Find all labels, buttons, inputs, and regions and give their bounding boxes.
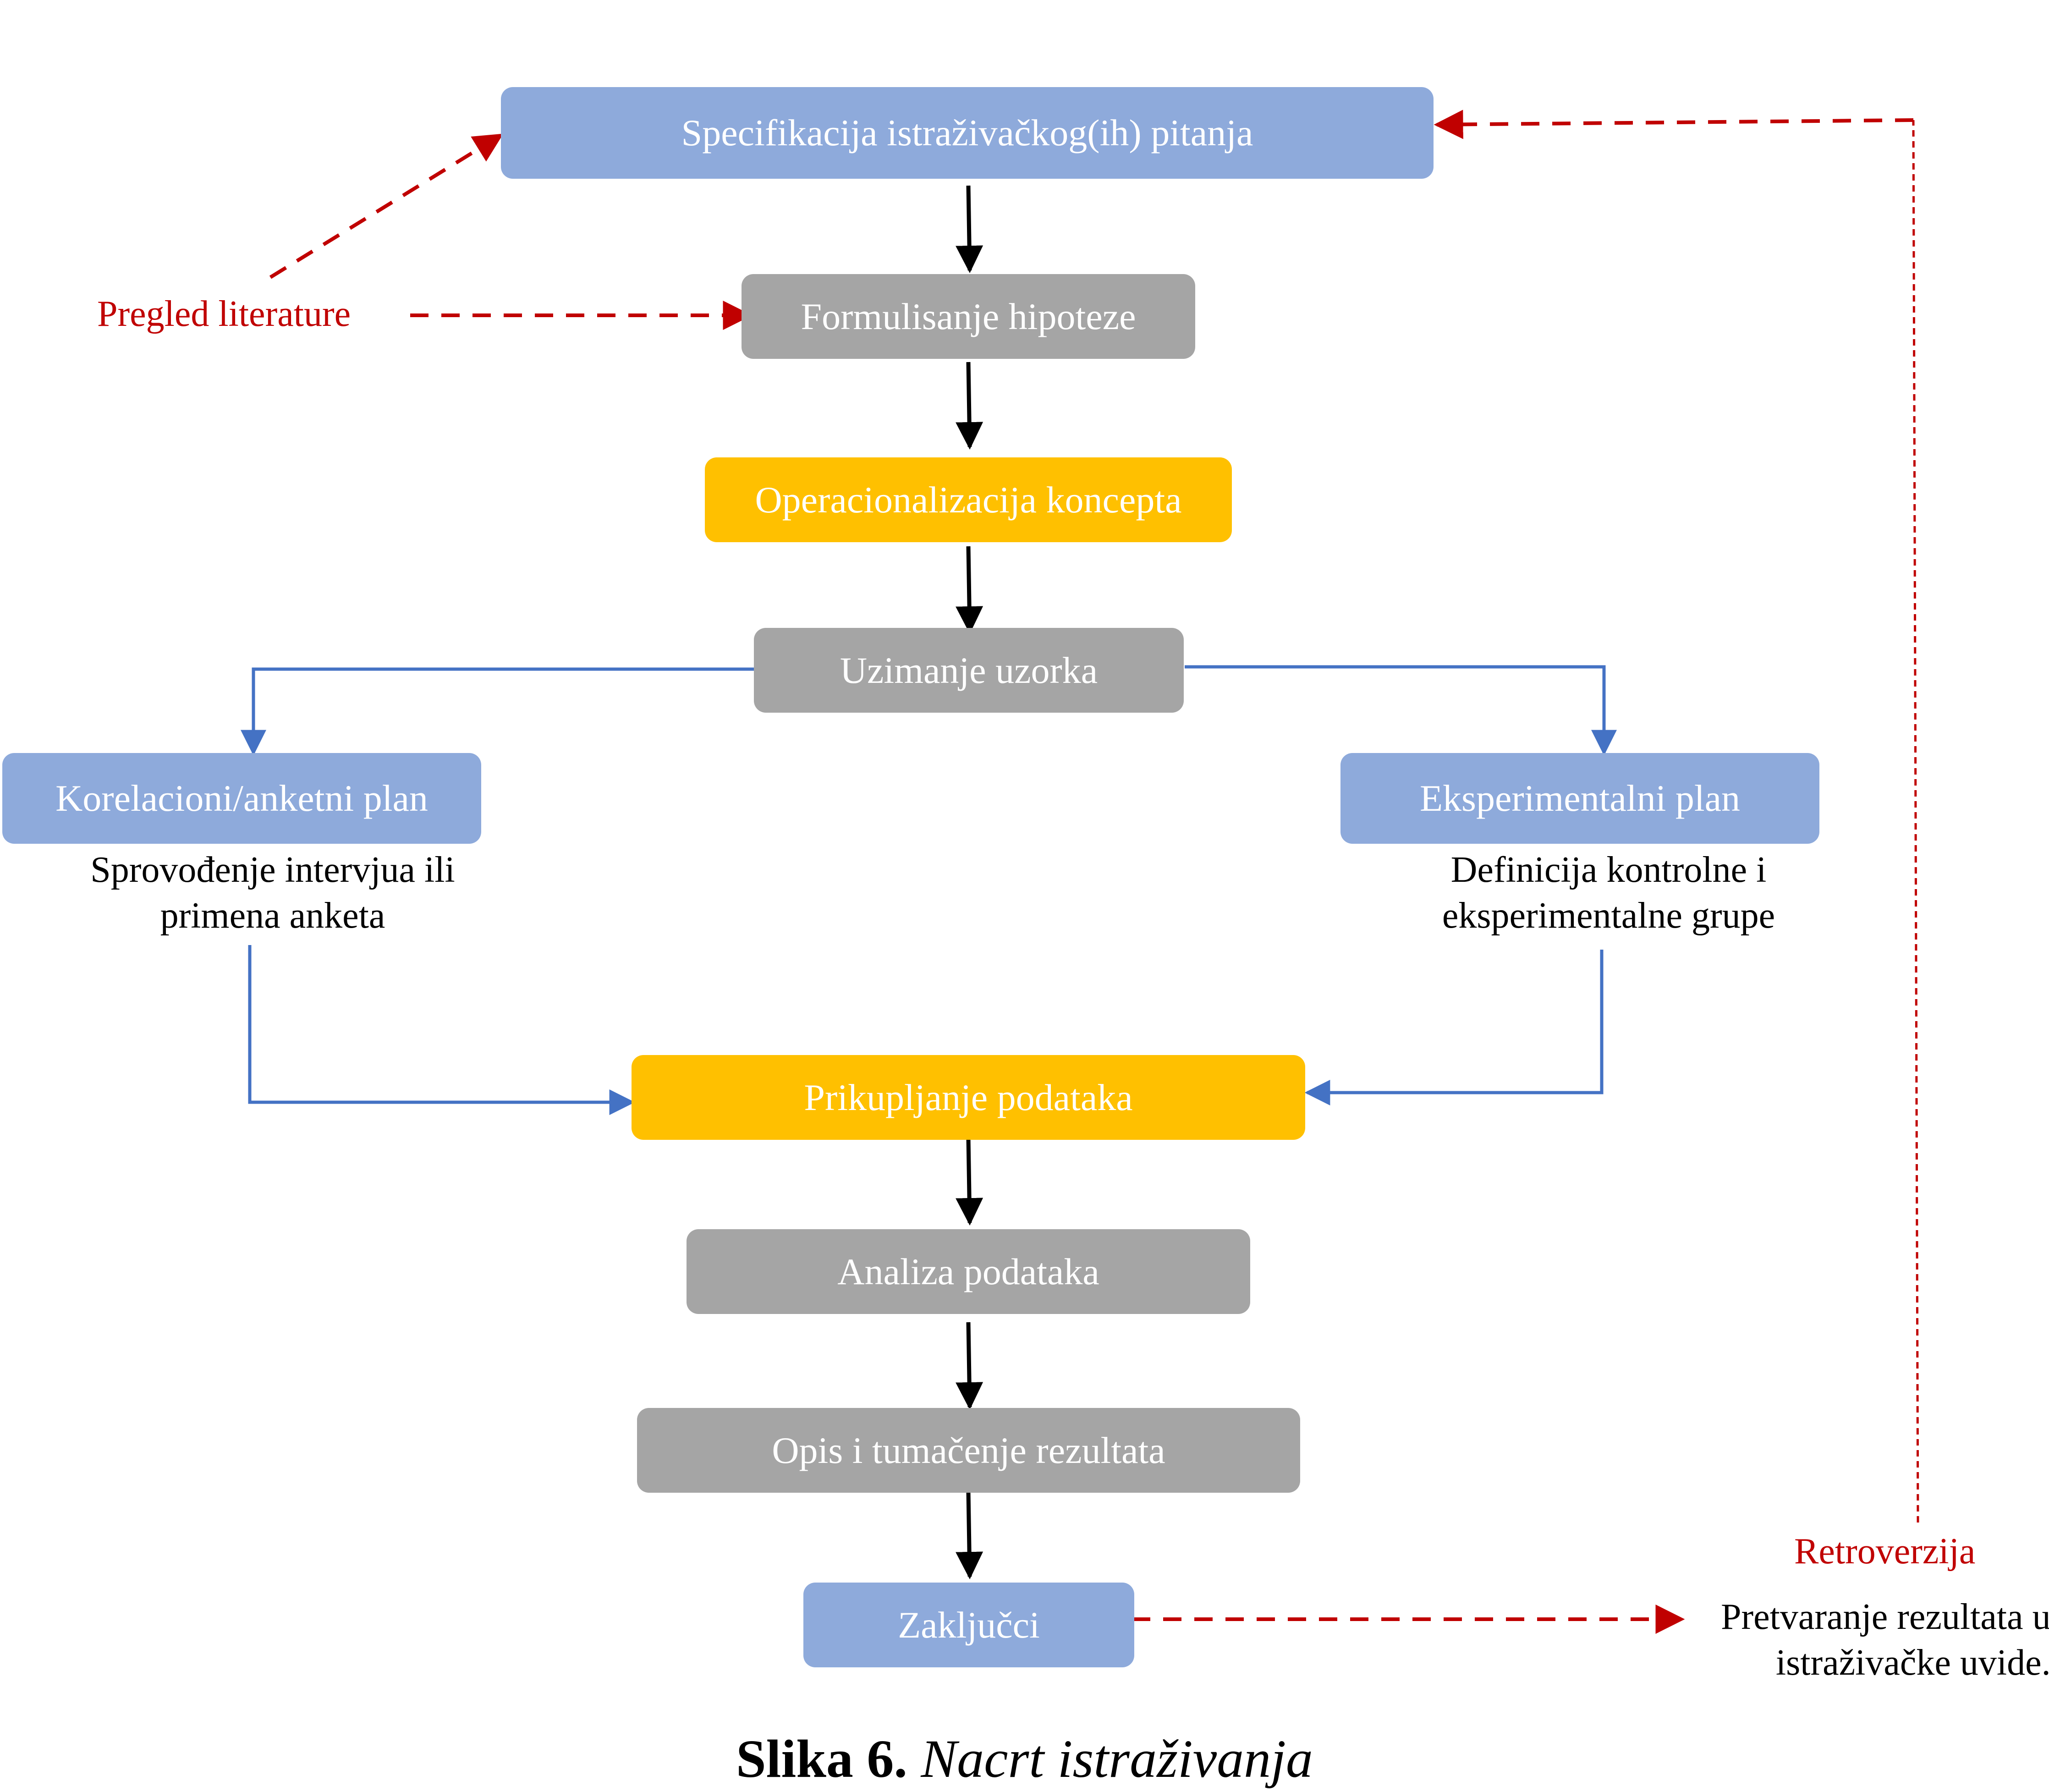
node-conclusions-label: Zaključci bbox=[898, 1604, 1040, 1646]
node-data-analysis-label: Analiza podataka bbox=[837, 1250, 1099, 1292]
node-sampling-label: Uzimanje uzorka bbox=[840, 649, 1098, 691]
arrow-sampling-to-experimental bbox=[1185, 665, 1617, 756]
insight-note: Pretvaranje rezultata u istraživačke uvi… bbox=[1721, 1594, 2049, 1686]
arrow-retroversion-to-question bbox=[1434, 110, 1914, 139]
node-operationalization: Operacionalizacija koncepta bbox=[705, 457, 1232, 542]
arrow-collection-to-analysis bbox=[956, 1138, 983, 1226]
arrow-results-to-conclusions bbox=[956, 1491, 983, 1579]
node-research-question: Specifikacija istraživačkog(ih) pitanja bbox=[501, 87, 1434, 179]
caption-title: Nacrt istraživanja bbox=[921, 1729, 1313, 1789]
arrow-analysis-to-results bbox=[956, 1322, 983, 1410]
correlational-plan-note: Sprovođenje intervjua ili primena anketa bbox=[44, 847, 502, 939]
node-data-analysis: Analiza podataka bbox=[687, 1229, 1250, 1314]
correlational-note-line-1: Sprovođenje intervjua ili bbox=[90, 850, 455, 890]
node-sampling: Uzimanje uzorka bbox=[754, 628, 1184, 713]
insight-note-line-1: Pretvaranje rezultata u bbox=[1721, 1597, 2049, 1637]
node-hypothesis-label: Formulisanje hipoteze bbox=[801, 295, 1136, 337]
node-operationalization-label: Operacionalizacija koncepta bbox=[755, 478, 1182, 521]
node-data-collection: Prikupljanje podataka bbox=[632, 1055, 1305, 1140]
caption-number: Slika 6. bbox=[736, 1729, 907, 1789]
node-results-label: Opis i tumačenje rezultata bbox=[772, 1429, 1165, 1471]
node-experimental-plan-label: Eksperimentalni plan bbox=[1419, 777, 1741, 819]
node-correlational-plan-label: Korelacioni/anketni plan bbox=[55, 777, 428, 819]
node-hypothesis: Formulisanje hipoteze bbox=[742, 274, 1195, 359]
arrow-sampling-to-correlational bbox=[241, 667, 754, 756]
node-conclusions: Zaključci bbox=[803, 1583, 1134, 1667]
arrow-operationalization-to-sampling bbox=[956, 546, 983, 634]
experimental-note-line-1: Definicija kontrolne i bbox=[1450, 850, 1767, 890]
arrow-hypothesis-to-operationalization bbox=[956, 362, 983, 450]
arrow-correlational-to-collection bbox=[248, 945, 635, 1115]
node-results: Opis i tumačenje rezultata bbox=[637, 1408, 1300, 1493]
retroversion-line bbox=[1912, 120, 1919, 1523]
figure-caption: Slika 6. Nacrt istraživanja bbox=[0, 1728, 2049, 1790]
node-research-question-label: Specifikacija istraživačkog(ih) pitanja bbox=[681, 112, 1253, 154]
node-experimental-plan: Eksperimentalni plan bbox=[1340, 753, 1819, 844]
arrow-question-to-hypothesis bbox=[956, 185, 983, 273]
correlational-note-line-2: primena anketa bbox=[160, 896, 385, 936]
arrow-experimental-to-collection bbox=[1304, 950, 1604, 1105]
retroversion-label: Retroverzija bbox=[1794, 1531, 1976, 1572]
node-data-collection-label: Prikupljanje podataka bbox=[804, 1076, 1133, 1118]
node-correlational-plan: Korelacioni/anketni plan bbox=[2, 753, 481, 844]
insight-note-line-2: istraživačke uvide. bbox=[1775, 1643, 2049, 1683]
literature-review-label: Pregled literature bbox=[97, 294, 351, 334]
experimental-note-line-2: eksperimentalne grupe bbox=[1442, 896, 1775, 936]
arrow-literature-to-question bbox=[269, 133, 504, 279]
experimental-plan-note: Definicija kontrolne i eksperimentalne g… bbox=[1379, 847, 1838, 939]
